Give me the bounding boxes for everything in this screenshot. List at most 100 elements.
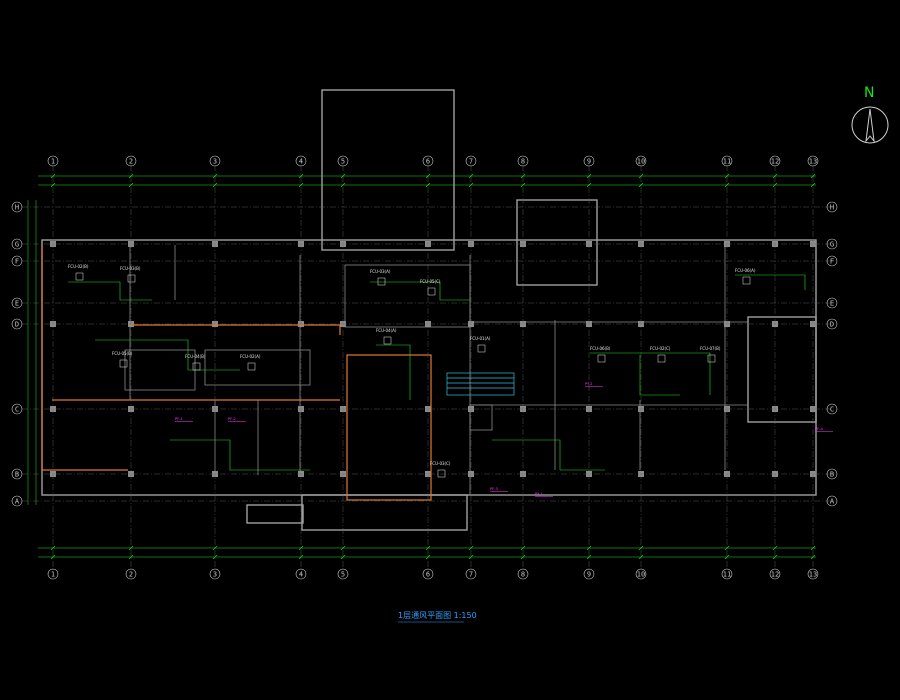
dimension-tick [212, 182, 218, 188]
dimension-tick [810, 545, 816, 551]
grid-column-bubble [769, 155, 781, 167]
grid-column-bubble [807, 568, 819, 580]
northeast-wing-outline [516, 199, 598, 286]
duct-mid [376, 344, 411, 400]
dimension-tick [724, 173, 730, 179]
room-label: FCU-03(C) [430, 461, 451, 466]
duct-east [590, 352, 711, 395]
room-label: FCU-04(A) [376, 328, 397, 333]
grid-column-label: 3 [213, 571, 217, 579]
dimension-tick [128, 545, 134, 551]
east-wing-outline [747, 316, 817, 423]
dimension-tick [212, 173, 218, 179]
equipment-tag: PF-3 [490, 487, 498, 491]
room-label: FCU-02(B) [68, 264, 89, 269]
grid-column-label: 2 [129, 571, 133, 579]
grid-row-label: F [830, 258, 834, 266]
dimension-tick [586, 554, 592, 560]
grid-column-label: 13 [809, 571, 817, 579]
dimension-tick [638, 554, 644, 560]
grid-row-label: H [15, 204, 19, 212]
grid-column-bubble [583, 568, 595, 580]
grid-row-bubble [826, 403, 838, 415]
dimension-tick [586, 545, 592, 551]
grid-column-bubble [465, 155, 477, 167]
grid-row-label: G [15, 241, 19, 249]
fcu-unit-symbol [742, 276, 751, 285]
room-label: FCU-02(C) [650, 346, 671, 351]
grid-row-bubble [11, 318, 23, 330]
room-label: FCU-01(A) [470, 336, 491, 341]
grid-row-label: G [830, 241, 834, 249]
dimension-tick [128, 182, 134, 188]
dimension-tick [638, 545, 644, 551]
dimension-tick [425, 545, 431, 551]
dimension-tick [638, 173, 644, 179]
fcu-unit-symbol [427, 287, 436, 296]
room-label: FCU-04(B) [185, 354, 206, 359]
grid-column-bubble [769, 568, 781, 580]
dimension-tick [468, 182, 474, 188]
shaft-room [469, 404, 493, 431]
dimension-tick [425, 182, 431, 188]
grid-row-label: D [830, 321, 834, 329]
equipment-tag: PY-1 [535, 492, 542, 496]
grid-row-bubble [11, 201, 23, 213]
grid-column-label: 10 [637, 571, 645, 579]
grid-column-label: 2 [129, 158, 133, 166]
fcu-unit-symbol [377, 277, 386, 286]
room-label: FCU-03(B) [120, 266, 141, 271]
fcu-unit-symbol [127, 274, 136, 283]
grid-column-label: 10 [637, 158, 645, 166]
grid-row-bubble [826, 201, 838, 213]
grid-column-label: 7 [469, 158, 473, 166]
grid-lines-layer [22, 165, 835, 570]
grid-row-bubble [11, 495, 23, 507]
north-arrow-circle [851, 106, 889, 144]
grid-column-label: 6 [426, 571, 430, 579]
north-arrow-needle [865, 108, 875, 143]
stair-layer [446, 372, 515, 396]
dimension-tick [340, 173, 346, 179]
grid-column-bubble [517, 568, 529, 580]
grid-row-label: C [830, 406, 834, 414]
grid-row-label: B [15, 471, 19, 479]
dimension-tick [425, 554, 431, 560]
duct-south-1 [170, 439, 310, 471]
grid-column-bubble [209, 155, 221, 167]
grid-column-label: 3 [213, 158, 217, 166]
dimension-tick [212, 554, 218, 560]
north-label: N [864, 85, 874, 101]
north-arrow: N [851, 85, 889, 144]
room-label: FCU-07(B) [700, 346, 721, 351]
room-label: FCU-06(A) [735, 268, 756, 273]
fcu-unit-symbol [597, 354, 606, 363]
dimension-lines-layer [27, 173, 816, 560]
grid-column-label: 9 [587, 158, 591, 166]
dimension-tick [520, 554, 526, 560]
room-label: FCU-05(C) [420, 279, 441, 284]
grid-column-bubble [721, 568, 733, 580]
dimension-tick [520, 545, 526, 551]
dimension-tick [586, 173, 592, 179]
fcu-unit-symbol [119, 359, 128, 368]
central-hall-accent [346, 354, 432, 501]
dimension-tick [772, 554, 778, 560]
grid-row-bubble [11, 468, 23, 480]
fcu-unit-symbol [707, 354, 716, 363]
grid-column-bubble [125, 568, 137, 580]
duct-west [68, 281, 152, 301]
dimension-tick [772, 173, 778, 179]
duct-north [370, 281, 470, 301]
grid-row-bubble [826, 318, 838, 330]
duct-northeast [735, 274, 806, 290]
dimension-tick [50, 182, 56, 188]
reception-desk [204, 349, 311, 386]
grid-column-label: 13 [809, 158, 817, 166]
grid-column-bubble [635, 155, 647, 167]
equipment-tag: PF-1 [175, 417, 183, 421]
grid-column-bubble [422, 568, 434, 580]
dimension-tick [520, 173, 526, 179]
